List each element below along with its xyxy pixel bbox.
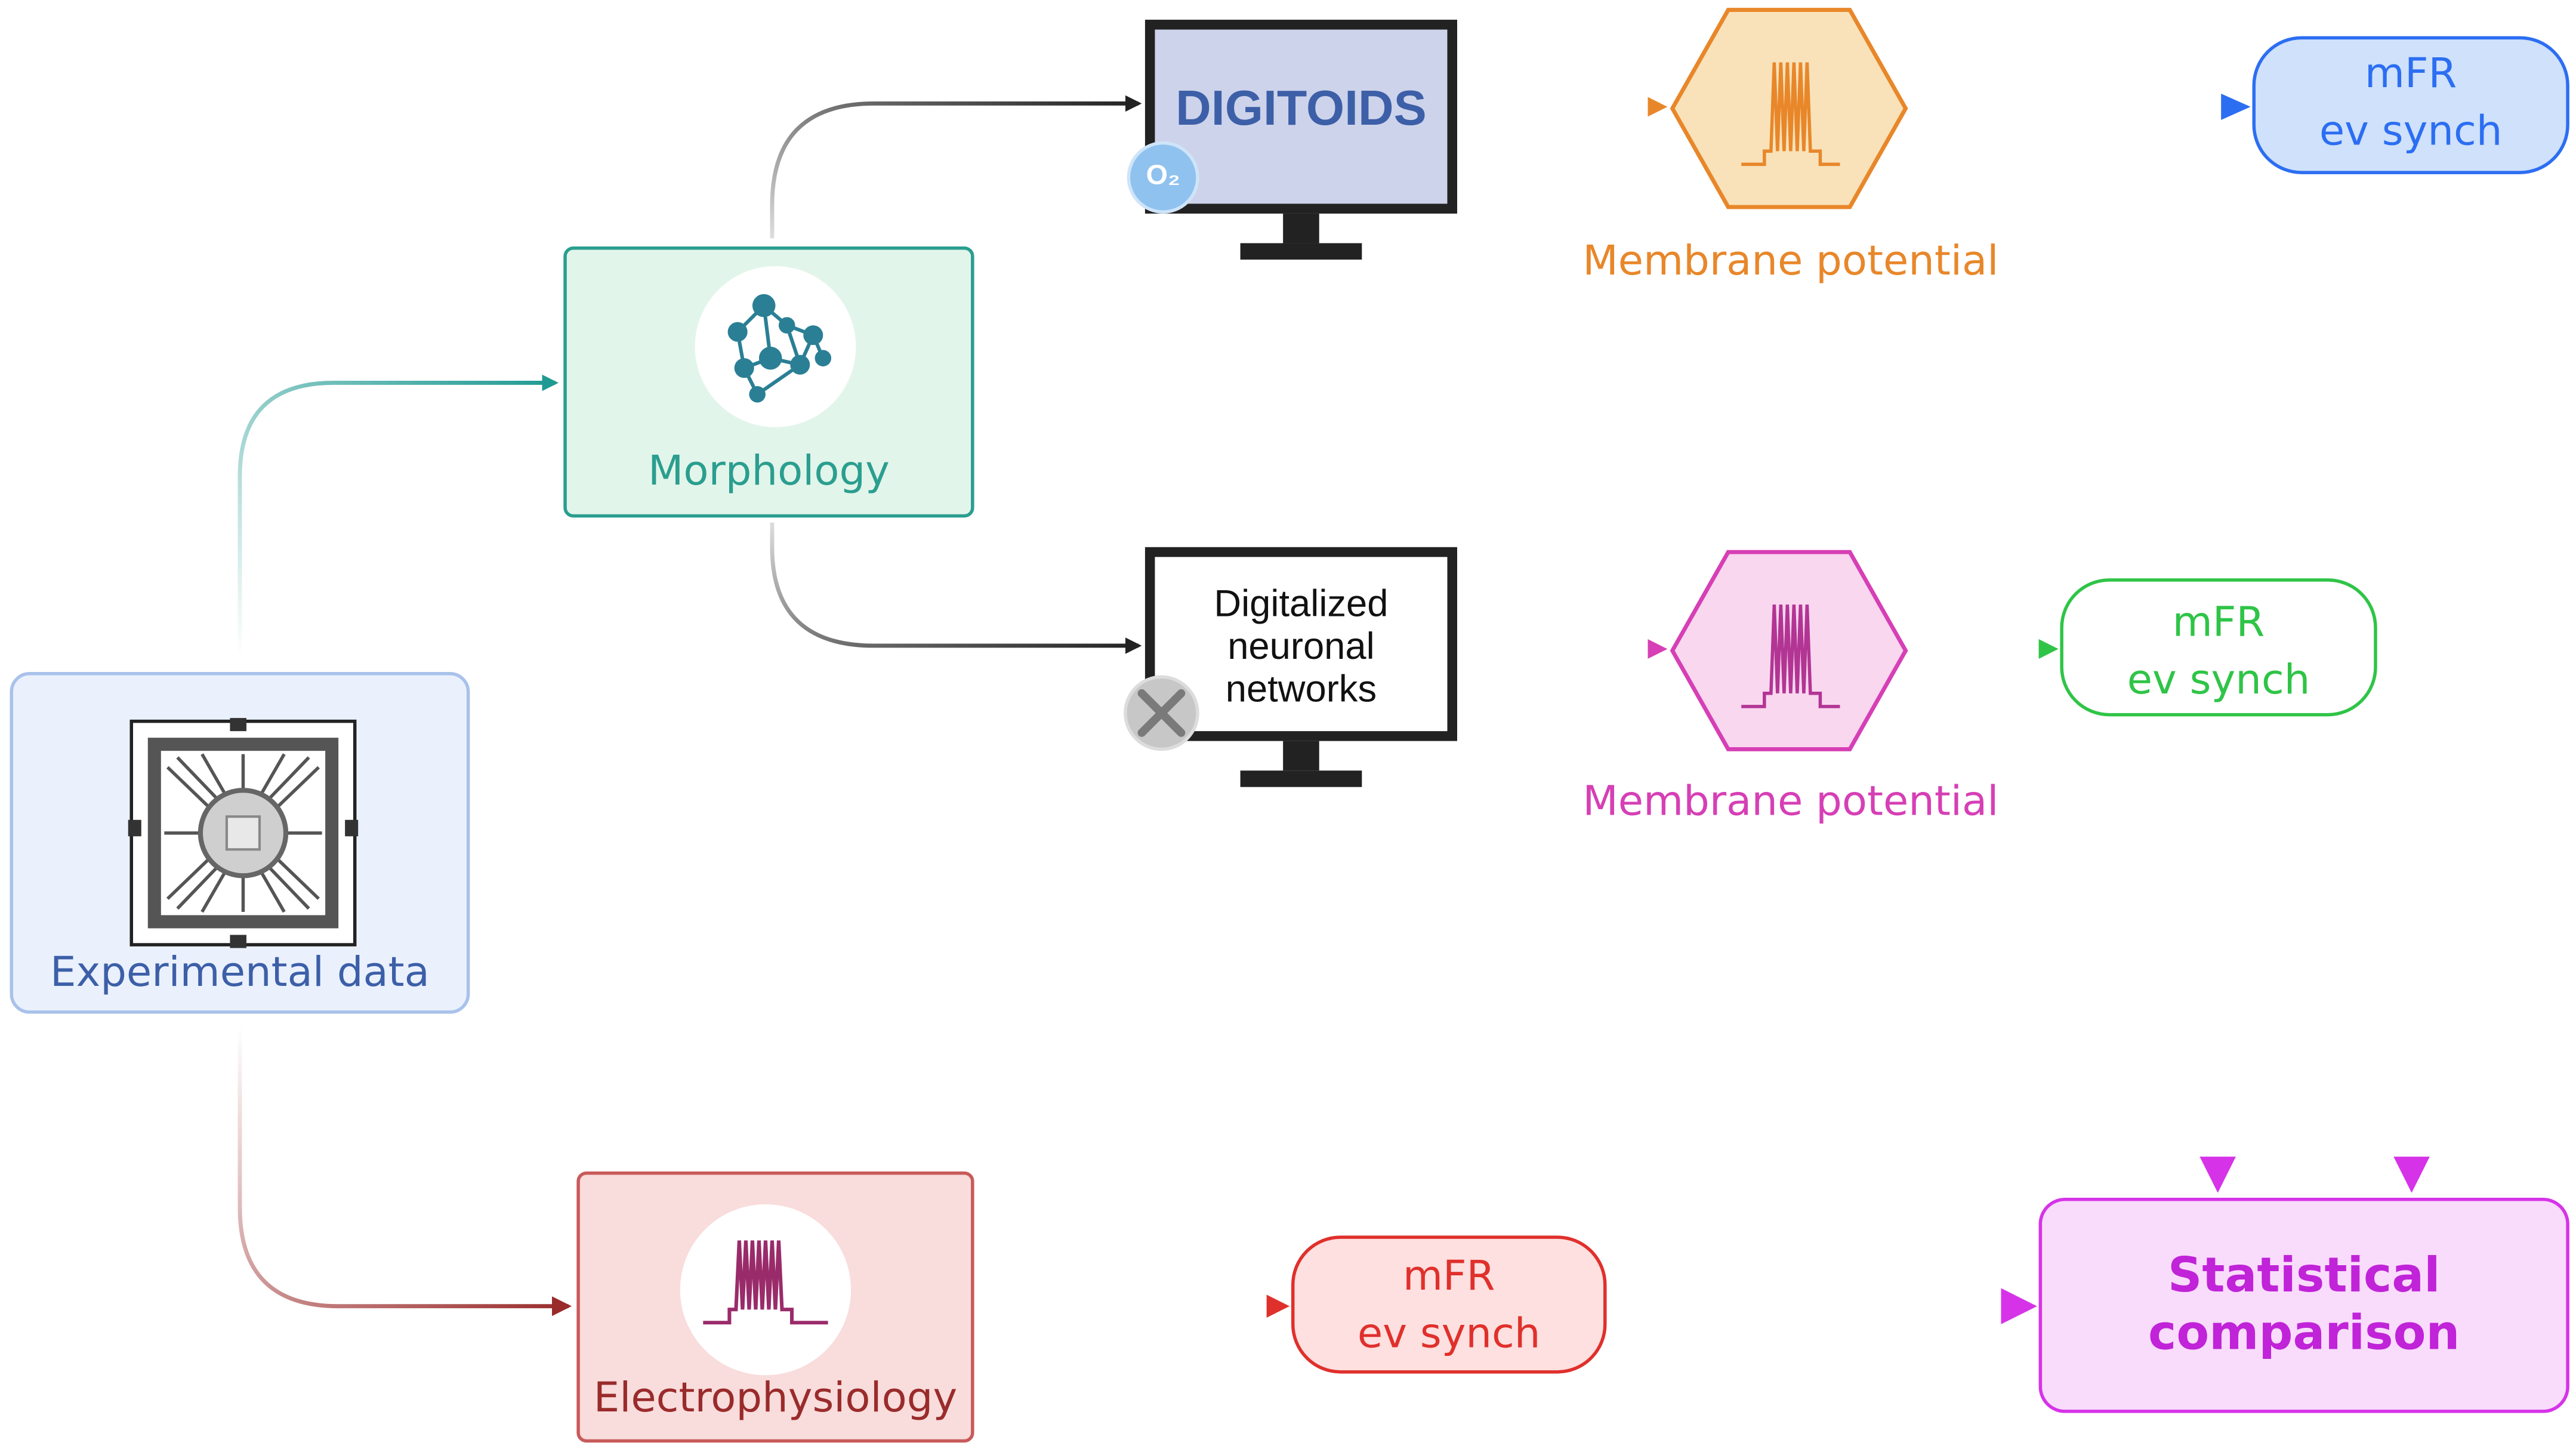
metrics-red-line1: mFR [1402, 1251, 1495, 1300]
o2-icon [1127, 141, 1199, 214]
digitalized-label-line3: networks [1225, 667, 1377, 710]
metrics-red-node [1291, 1235, 1607, 1374]
monitor-icon-digitoids [1144, 20, 1457, 260]
statistical-line2: comparison [2148, 1304, 2460, 1361]
electrophysiology-node: Electrophysiology [576, 1171, 974, 1443]
network-icon-circle [695, 266, 856, 427]
hexagon-icon-membrane-top [1670, 8, 1908, 209]
membrane-top-label: Membrane potential [1582, 236, 1999, 285]
arrow-experimental-to-morphology [237, 374, 559, 658]
arrow-morphology-to-digitalized [770, 522, 1142, 654]
x-circle-icon [1124, 675, 1199, 751]
metrics-green-line1: mFR [2172, 598, 2265, 646]
membrane-mid-label: Membrane potential [1582, 777, 1999, 825]
morphology-node: Morphology [563, 246, 974, 518]
experimental-data-node: Experimental data [10, 672, 470, 1014]
arrow-experimental-to-electrophysiology [237, 1026, 572, 1317]
electrophysiology-label: Electrophysiology [593, 1373, 958, 1422]
arrow-morphology-to-digitoids [770, 95, 1142, 239]
spike-train-icon [703, 1240, 828, 1325]
digitalized-label-line1: Digitalized [1214, 581, 1389, 625]
metrics-red-line2: ev synch [1357, 1309, 1541, 1358]
metrics-green-node [2060, 578, 2377, 717]
digitoids-label: DIGITOIDS [1176, 82, 1427, 137]
metrics-blue-line1: mFR [2364, 49, 2457, 97]
morphology-label: Morphology [648, 446, 890, 495]
experimental-data-label: Experimental data [50, 948, 430, 996]
statistical-comparison-node [2038, 1198, 2569, 1413]
statistical-line1: Statistical [2167, 1247, 2441, 1303]
spike-train-icon-circle [680, 1204, 852, 1376]
monitor-icon-digitalized [1144, 547, 1457, 787]
network-icon [727, 294, 832, 403]
metrics-blue-node [2252, 36, 2569, 174]
metrics-blue-line2: ev synch [2319, 106, 2503, 155]
o2-icon-text: O₂ [1146, 159, 1180, 191]
hexagon-icon-membrane-mid [1670, 550, 1908, 751]
digitalized-label-line2: neuronal [1227, 624, 1375, 667]
metrics-green-line2: ev synch [2127, 655, 2310, 704]
microchip-icon [128, 718, 359, 948]
